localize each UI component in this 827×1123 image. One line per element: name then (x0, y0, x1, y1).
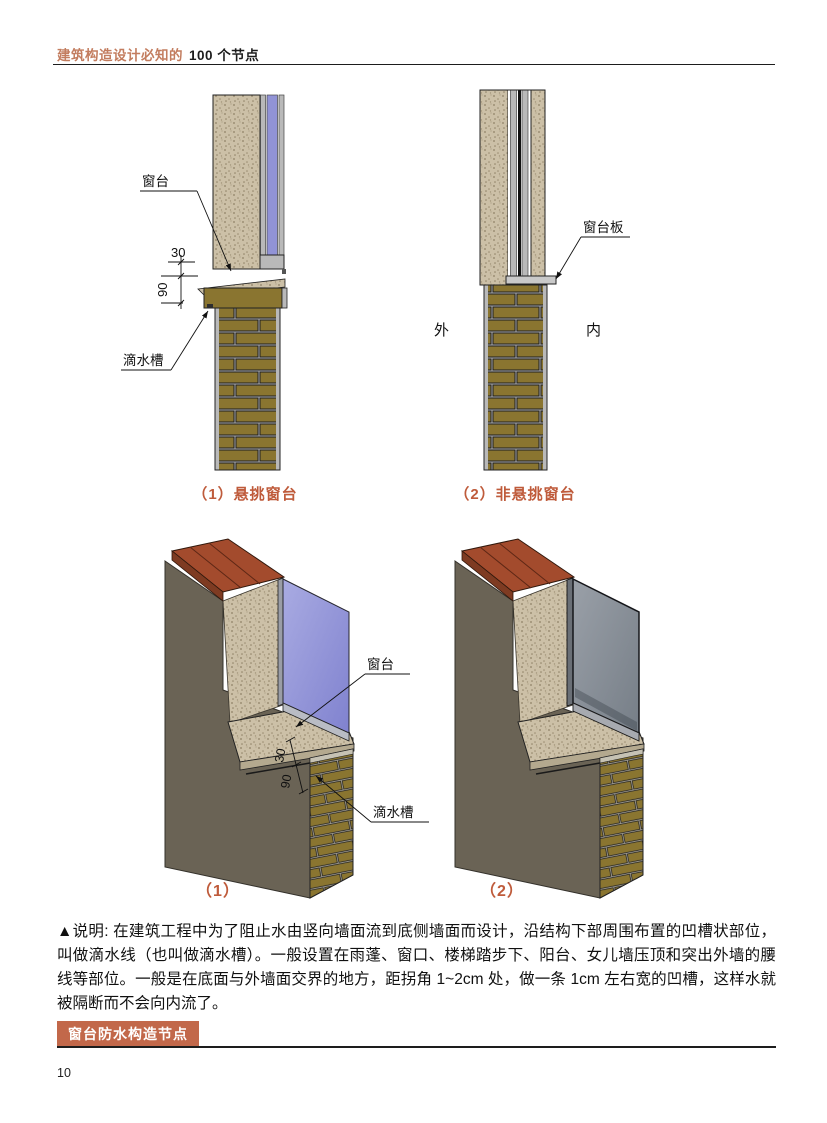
glass-pane (277, 577, 350, 742)
caption-section-2: （2）非悬挑窗台 (454, 486, 576, 503)
sill-label: 窗台 (142, 173, 169, 189)
glass-pane (566, 577, 640, 742)
header-rule (53, 64, 775, 65)
dim-30-label: 30 (272, 747, 288, 763)
glass-bottom-rail (572, 702, 640, 742)
outside-label: 外 (434, 322, 449, 339)
dim-90-label: 90 (278, 773, 294, 789)
page-number: 10 (57, 1066, 71, 1080)
window-frame-right (278, 94, 285, 256)
sill-board-label: 窗台板 (583, 219, 624, 235)
section-banner: 窗台防水构造节点 (57, 1021, 199, 1048)
inside-label: 内 (586, 322, 601, 339)
dim-90-label: 90 (155, 283, 170, 297)
dimension-30-90 (161, 255, 198, 309)
glass-pane (266, 94, 278, 256)
glass-reflection (575, 688, 637, 731)
glass-bottom-rail (282, 702, 350, 742)
section-diagram-1: 30 90 窗台 滴水槽 (121, 94, 288, 471)
sill-label: 窗台 (367, 656, 394, 672)
sill-callout: 窗台 (140, 173, 232, 272)
iso-diagram-1: 30 90 窗台 滴水槽 (164, 538, 429, 899)
brick-wall-below (214, 307, 281, 471)
header-title-rest: 100 个节点 (189, 48, 260, 63)
iso-diagram-2 (454, 538, 645, 899)
dimension-30-90 (285, 736, 309, 795)
section-diagram-2: 窗台板 外 内 (434, 89, 630, 471)
caption-section-1: （1）悬挑窗台 (192, 486, 298, 503)
page-header: 建筑构造设计必知的 100 个节点 (57, 44, 259, 64)
sill-brick-course (203, 287, 283, 309)
drip-label: 滴水槽 (373, 804, 414, 820)
caption-iso-2: （2） (480, 883, 524, 900)
note-paragraph: ▲说明: 在建筑工程中为了阻止水由竖向墙面流到底侧墙面而设计，沿结构下部周围布置… (57, 923, 776, 1012)
window-frame-left (260, 94, 266, 256)
drip-groove (207, 304, 213, 308)
drip-label: 滴水槽 (123, 352, 164, 368)
wall-above-sill (479, 89, 546, 286)
sill-assembly (197, 278, 288, 309)
sill-board (505, 275, 557, 285)
wall-above-sill (212, 94, 286, 274)
sill-callout: 窗台 (295, 656, 410, 728)
window-frame-bottom (259, 254, 285, 270)
sill-board-callout: 窗台板 (555, 219, 630, 280)
frame-drip-fin (282, 269, 286, 274)
drip-callout: 滴水槽 (121, 310, 209, 371)
glass-pane (518, 90, 521, 280)
window-frame-left (510, 89, 517, 281)
window-frame-right (521, 89, 529, 281)
brick-wall-below (483, 284, 548, 471)
dim-30-label: 30 (171, 245, 185, 260)
banner-rule (57, 1046, 776, 1048)
drip-callout: 滴水槽 (315, 775, 429, 823)
header-title-accent: 建筑构造设计必知的 (57, 48, 183, 63)
caption-iso-1: （1） (196, 883, 240, 900)
